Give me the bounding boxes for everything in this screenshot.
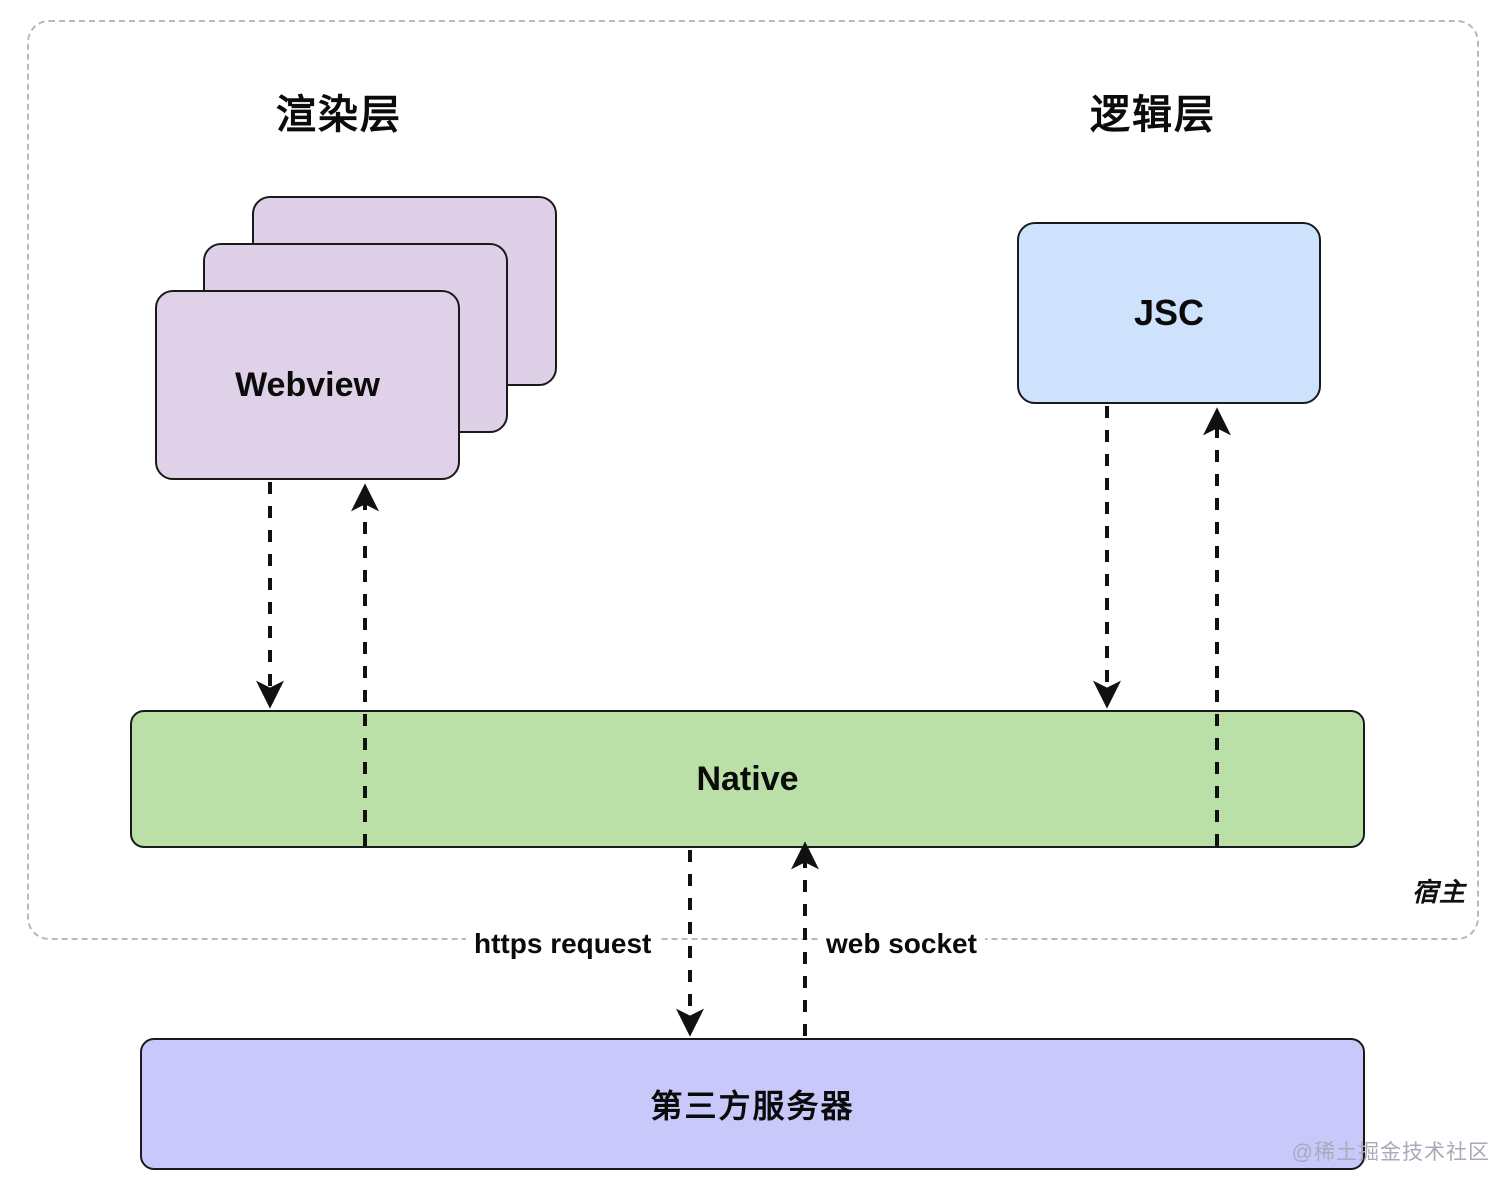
- node-webview[interactable]: Webview: [155, 290, 460, 480]
- node-third-party-server-label: 第三方服务器: [650, 1088, 855, 1124]
- column-title-logic: 逻辑层: [1090, 93, 1216, 137]
- node-jsc-label: JSC: [1133, 292, 1205, 333]
- edge-label-https-request: https request: [466, 926, 660, 962]
- watermark: @稀土掘金技术社区: [1291, 1141, 1490, 1164]
- edge-label-web-socket: web socket: [818, 926, 985, 962]
- node-native[interactable]: Native: [130, 710, 1365, 848]
- node-jsc[interactable]: JSC: [1017, 222, 1321, 404]
- host-label: 宿主: [1411, 877, 1466, 907]
- node-webview-label: Webview: [235, 365, 380, 404]
- node-native-label: Native: [696, 759, 799, 798]
- column-title-render: 渲染层: [276, 93, 402, 137]
- node-third-party-server[interactable]: 第三方服务器: [140, 1038, 1365, 1170]
- host-container: [27, 20, 1479, 940]
